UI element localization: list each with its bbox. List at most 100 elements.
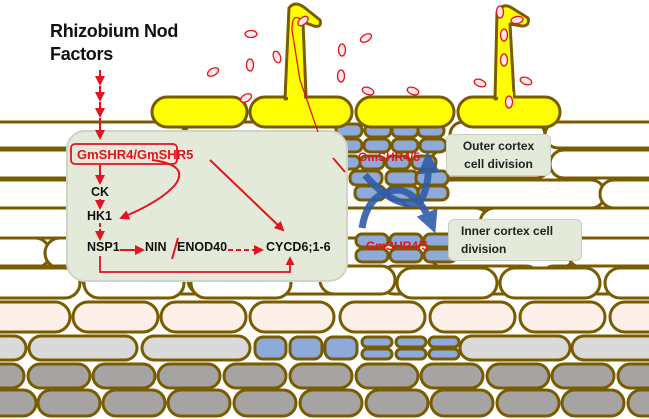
cortex-cell <box>338 300 427 334</box>
epidermal-cell <box>354 95 456 129</box>
dividing-cell <box>253 335 288 361</box>
rhizobium-bacterium <box>495 5 505 19</box>
rhizobium-bacterium <box>504 95 514 109</box>
rhizobium-bacterium <box>297 15 309 27</box>
rhizobium-bacterium <box>244 29 258 39</box>
cortex-cell <box>354 362 420 390</box>
rhizobium-bacterium <box>499 28 509 42</box>
cortex-cell <box>248 300 336 334</box>
cortex-cell <box>101 388 167 418</box>
cortex-cell <box>429 388 495 418</box>
arrow-receptor-to-cycd6 <box>209 159 285 232</box>
title-line-2: Factors <box>50 44 113 64</box>
dividing-cell <box>288 335 324 361</box>
cortex-cell <box>0 300 72 334</box>
cortex-cell <box>0 362 26 390</box>
curved-arrow-to-inner-cortex <box>358 186 438 234</box>
inner-cortex-box: Inner cortex cell division <box>448 219 582 261</box>
outer-cortex-box: Outer cortex cell division <box>446 134 551 176</box>
arrow-nsp1-to-cycd6 <box>99 256 295 273</box>
gene-enod40: ENOD40 <box>177 240 228 254</box>
root-hair-base <box>498 92 513 100</box>
cortex-cell <box>36 388 102 418</box>
title-line-1: Rhizobium Nod <box>50 21 179 41</box>
nod-factors-title: Rhizobium Nod Factors <box>50 20 178 66</box>
cortex-cell <box>0 266 82 300</box>
inner-gmshr-label: GmSHR4/5 <box>366 239 429 253</box>
gene-nsp1: NSP1 <box>87 240 120 254</box>
dividing-cell <box>388 232 424 249</box>
dividing-cell <box>394 347 428 361</box>
cortex-cell <box>598 178 649 210</box>
cortex-cell <box>428 300 517 334</box>
cortex-cell <box>140 334 252 362</box>
rhizobium-bacterium <box>336 69 346 83</box>
rhizobium-bacterium <box>337 43 347 57</box>
dividing-cell <box>360 335 394 349</box>
dividing-cell <box>360 347 394 361</box>
gene-hk1: HK1 <box>87 209 113 223</box>
arrow-receptor-to-hk1 <box>119 159 181 220</box>
dividing-cell <box>384 169 420 187</box>
rhizobium-bacterium <box>245 58 255 72</box>
epidermal-cell <box>248 95 354 129</box>
dividing-cell <box>354 232 390 249</box>
dividing-cell <box>354 247 390 264</box>
rhizobium-bacterium <box>272 50 282 64</box>
cortex-cell <box>0 236 52 270</box>
dividing-cell <box>358 154 386 171</box>
cortex-cell <box>166 388 232 418</box>
cortex-cell <box>550 362 616 390</box>
dividing-cell <box>390 137 420 154</box>
dividing-cell <box>427 347 461 361</box>
cortex-cell <box>0 334 28 362</box>
cortex-cell <box>364 388 430 418</box>
root-hair-base <box>288 92 304 100</box>
pathway-panel <box>66 130 348 282</box>
cortex-cell <box>419 362 485 390</box>
dividing-cell <box>394 335 428 349</box>
cortex-cell <box>26 362 92 390</box>
cortex-cell <box>71 300 160 334</box>
rhizobium-bacterium <box>361 86 375 96</box>
gene-cycd6: CYCD6;1-6 <box>266 240 331 254</box>
cortex-cell <box>298 388 364 418</box>
rhizobium-bacterium <box>206 67 220 77</box>
cortex-cell <box>560 388 626 418</box>
rhizobium-bacterium <box>406 86 420 96</box>
rhizobium-bacterium <box>359 33 373 43</box>
dividing-cell <box>362 137 392 154</box>
cortex-cell <box>616 362 649 390</box>
cortex-cell <box>159 300 248 334</box>
dividing-cell <box>388 247 424 264</box>
inner-cortex-line-2: division <box>461 242 507 256</box>
rhizobium-bacterium <box>510 15 524 25</box>
receptor-label: GmSHR4/GmSHR5 <box>77 147 194 162</box>
cortex-cell <box>232 388 298 418</box>
cortex-cell <box>495 388 561 418</box>
cortex-cell <box>608 300 649 334</box>
curled-root-hair <box>283 2 322 101</box>
cortex-cell <box>91 362 157 390</box>
gene-nin: NIN <box>145 240 167 254</box>
rhizobium-bacterium <box>473 78 487 88</box>
cortex-cell <box>570 334 649 362</box>
cortex-cell <box>288 362 354 390</box>
cortex-cell <box>498 266 602 300</box>
dividing-cell <box>427 335 461 349</box>
dividing-cell <box>323 335 359 361</box>
receptor-box <box>70 143 178 165</box>
cortex-cell <box>626 388 649 418</box>
cortex-cell <box>222 362 288 390</box>
dividing-cell <box>414 169 450 187</box>
cortex-cell <box>0 388 38 418</box>
cortex-cell <box>548 148 649 180</box>
outer-gmshr-label: GmSHR4/5 <box>358 150 421 164</box>
epidermal-cell <box>150 95 249 129</box>
gene-ck: CK <box>91 185 110 199</box>
rhizobium-bacterium <box>519 76 533 86</box>
cortex-cell <box>518 300 607 334</box>
cortex-cell <box>485 362 551 390</box>
